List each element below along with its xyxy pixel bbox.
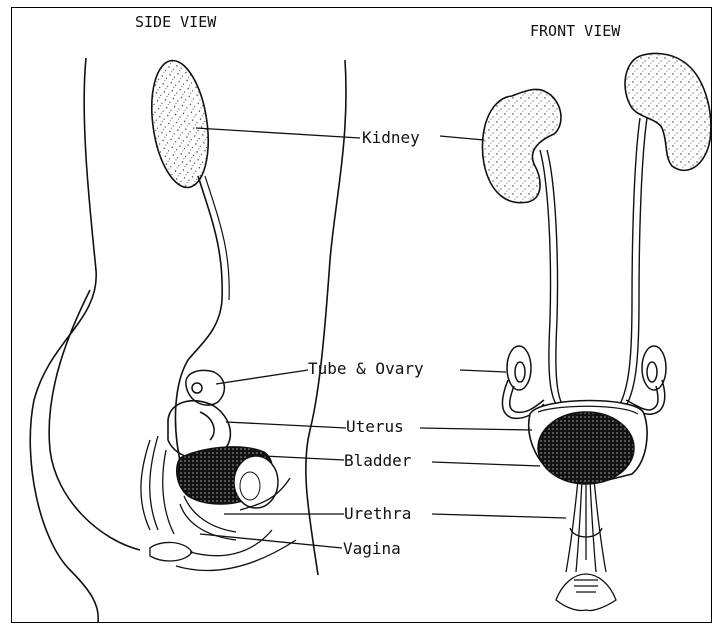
side-view-title: SIDE VIEW <box>135 13 217 31</box>
label-vagina: Vagina <box>343 539 401 558</box>
front-urethra-vagina <box>556 480 616 611</box>
side-ureter <box>175 176 222 470</box>
label-urethra: Urethra <box>344 504 411 523</box>
front-kidney-right <box>625 54 711 171</box>
side-kidney <box>144 57 215 191</box>
label-bladder: Bladder <box>344 451 412 470</box>
label-kidney: Kidney <box>362 128 420 147</box>
label-uterus: Uterus <box>346 417 404 436</box>
front-kidney-left <box>482 89 561 202</box>
front-view-title: FRONT VIEW <box>530 22 621 40</box>
label-tube-ovary: Tube & Ovary <box>308 359 424 378</box>
front-ureters <box>540 118 647 404</box>
side-bladder <box>177 447 278 508</box>
front-bladder <box>538 412 634 484</box>
